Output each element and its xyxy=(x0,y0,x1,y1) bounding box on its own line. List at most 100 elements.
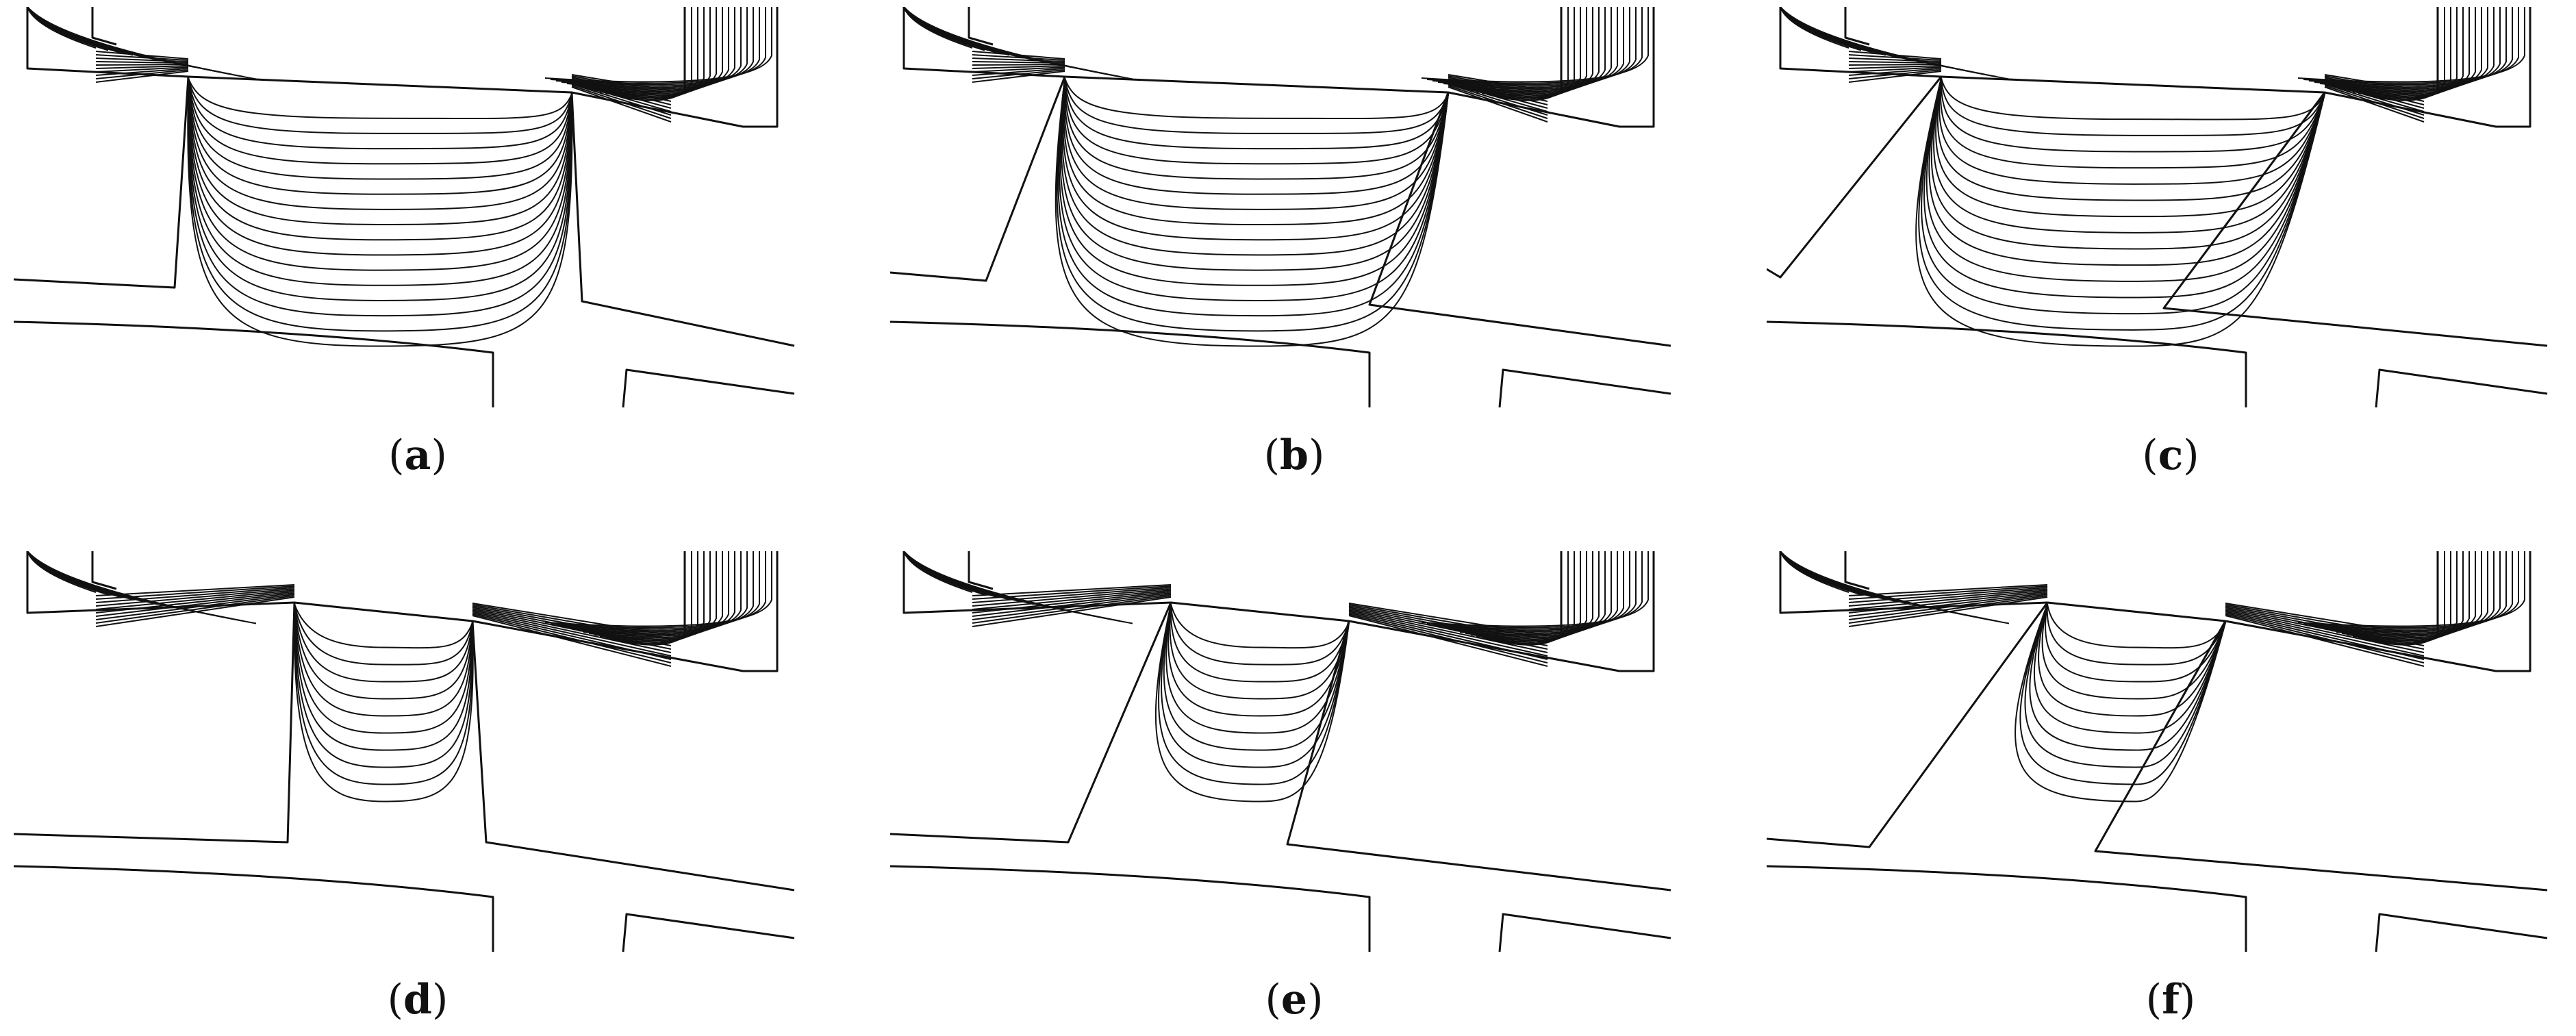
flux-line xyxy=(2297,551,2525,627)
panel-c: (c) xyxy=(1767,7,2575,476)
flux-line xyxy=(1459,7,1606,93)
flux-line xyxy=(2038,603,2226,717)
panel-d: (d) xyxy=(14,551,822,1020)
flux-line xyxy=(95,591,672,653)
flux-line xyxy=(1848,584,2425,636)
flux-line xyxy=(1848,51,2425,92)
yoke-left-cap xyxy=(91,7,117,46)
lower-boundary xyxy=(890,320,1371,407)
flux-line xyxy=(27,7,171,63)
flux-line xyxy=(1939,77,2325,185)
flux-line xyxy=(1933,77,2325,233)
flux-line xyxy=(187,77,573,317)
flux-line xyxy=(1921,77,2325,315)
flux-line xyxy=(294,603,473,683)
flux-line xyxy=(2347,7,2470,96)
flux-line xyxy=(972,588,1548,646)
panel-label: c xyxy=(2158,431,2184,479)
flux-line xyxy=(1941,77,2325,121)
flux-line xyxy=(1935,77,2325,218)
flux-line xyxy=(1928,77,2325,266)
flux-line xyxy=(1056,77,1449,332)
flux-line xyxy=(188,77,572,210)
lower-tooth xyxy=(1498,913,1671,952)
flux-line xyxy=(1941,77,2325,136)
flux-line xyxy=(1061,77,1449,256)
field-plot-a xyxy=(14,7,795,408)
flux-line xyxy=(95,71,672,123)
flux-line xyxy=(1930,77,2325,250)
flux-line xyxy=(1848,61,2425,102)
flux-line xyxy=(561,7,754,87)
flux-line xyxy=(1923,77,2325,299)
flux-line xyxy=(577,551,735,635)
flux-line xyxy=(187,77,573,347)
flux-line xyxy=(1780,7,1997,77)
flux-line xyxy=(188,77,572,180)
flux-line xyxy=(550,7,766,84)
flux-line xyxy=(95,594,672,660)
flux-line xyxy=(2015,603,2226,803)
flux-line xyxy=(2046,603,2226,666)
slot-wall-left xyxy=(1767,76,1943,279)
slot-wall-left xyxy=(890,76,1066,282)
panel-caption: (f) xyxy=(2145,976,2196,1024)
flux-line xyxy=(294,603,474,768)
flux-line xyxy=(2314,551,2507,631)
yoke-left-cap xyxy=(91,551,117,590)
flux-line xyxy=(1165,603,1350,734)
panel-label: d xyxy=(403,976,432,1024)
flux-line xyxy=(27,551,257,624)
flux-line xyxy=(972,71,1548,123)
slot-wall-left xyxy=(1767,602,2049,848)
yoke-left-cap xyxy=(968,551,994,590)
flux-line xyxy=(1918,77,2325,331)
panel-caption: (c) xyxy=(2142,431,2199,479)
flux-line xyxy=(1063,77,1449,210)
flux-line xyxy=(1437,7,1630,87)
flux-line xyxy=(1060,77,1449,271)
flux-line xyxy=(1848,54,2425,95)
flux-line xyxy=(2029,603,2226,751)
flux-line xyxy=(1057,77,1449,317)
lower-boundary xyxy=(1767,865,2247,952)
flux-line xyxy=(2314,7,2507,87)
flux-line xyxy=(1848,595,2425,664)
flux-line xyxy=(1158,603,1350,785)
flux-line xyxy=(95,590,672,650)
flux-line xyxy=(2303,7,2519,84)
flux-line xyxy=(903,7,1121,77)
flux-line xyxy=(95,65,672,109)
flux-line xyxy=(1059,77,1449,286)
flux-line xyxy=(2047,603,2226,649)
flux-line xyxy=(95,68,672,116)
flux-line xyxy=(972,64,1548,105)
flux-line xyxy=(188,77,572,271)
flux-line xyxy=(1426,551,1643,629)
flux-line xyxy=(972,591,1548,653)
flux-line xyxy=(1062,77,1449,241)
field-plot-b xyxy=(890,7,1671,408)
flux-line xyxy=(972,587,1548,643)
flux-line xyxy=(1848,58,2425,99)
flux-line xyxy=(188,77,572,256)
panel-caption: (e) xyxy=(1265,976,1324,1024)
flux-line xyxy=(1848,68,2425,116)
flux-line xyxy=(1064,77,1449,134)
flux-line xyxy=(972,595,1548,664)
flux-line xyxy=(95,584,672,636)
flux-line xyxy=(294,603,473,649)
flux-line xyxy=(903,7,1133,80)
flux-line xyxy=(187,77,573,332)
flux-line xyxy=(1848,588,2425,646)
flux-line xyxy=(903,551,1133,624)
field-plot-f xyxy=(1767,551,2548,952)
panel-label: b xyxy=(1280,431,1309,479)
flux-line xyxy=(1848,590,2425,650)
flux-line xyxy=(1163,603,1350,751)
flux-line xyxy=(544,551,772,627)
flux-line xyxy=(1936,77,2325,201)
flux-line xyxy=(594,7,717,96)
flux-line xyxy=(95,64,672,105)
flux-line xyxy=(1426,7,1643,84)
